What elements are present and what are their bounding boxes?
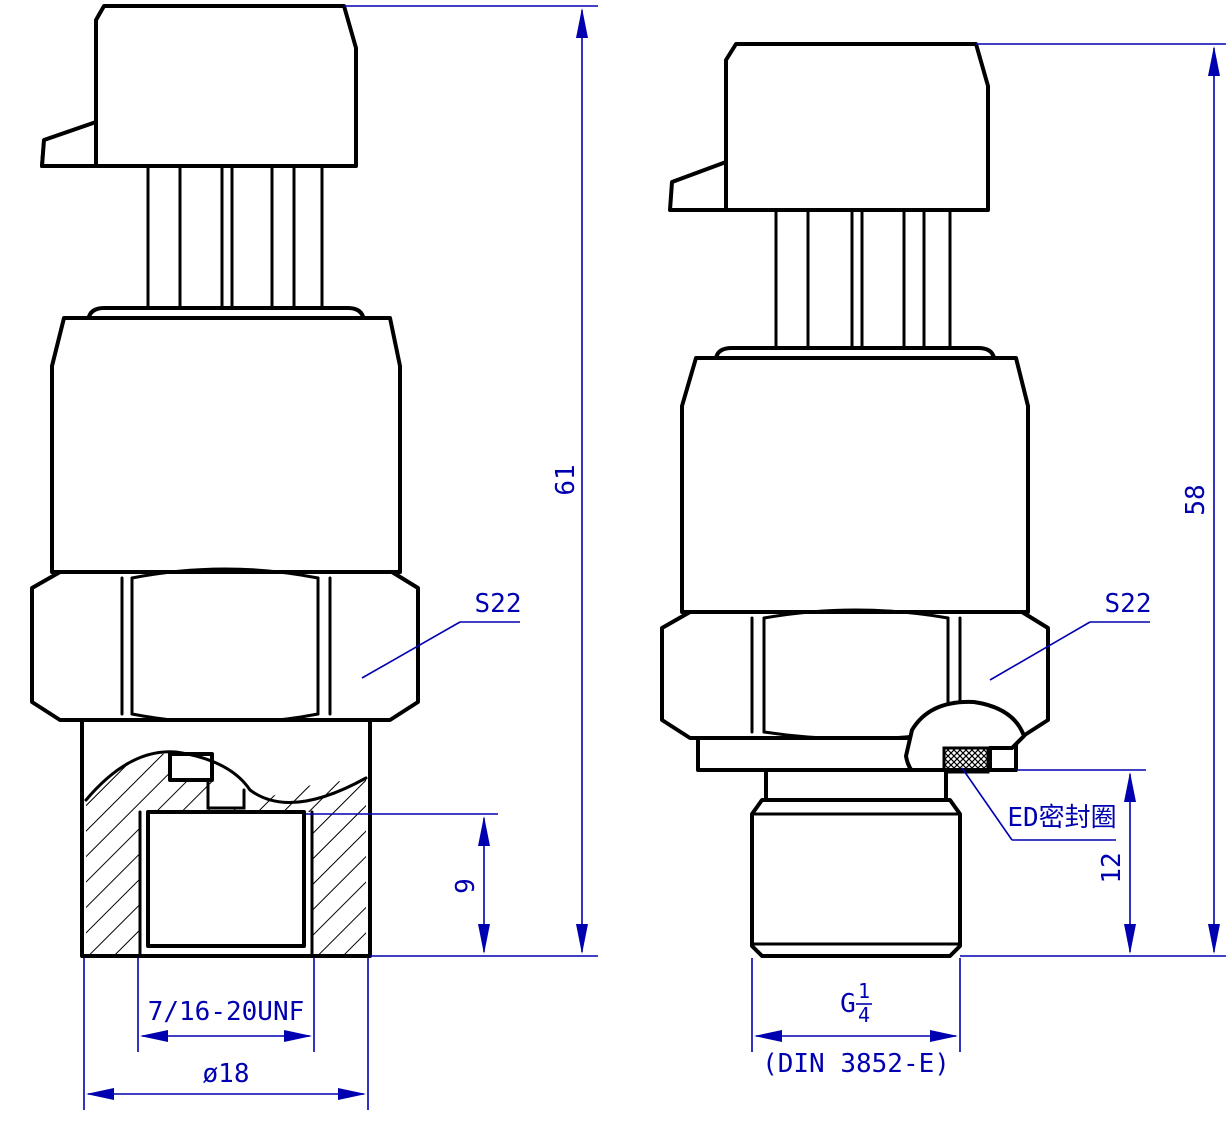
- left-dimensions: 61 S22 9 7/16-20UNF ø18: [83, 5, 598, 1110]
- right-neck: [764, 768, 948, 802]
- right-thread: [750, 798, 962, 958]
- left-connector-latch: [40, 120, 98, 168]
- right-thread-main-label: G: [840, 989, 856, 1019]
- right-sensor: [660, 42, 1050, 958]
- left-thread-depth-label: 9: [451, 878, 481, 894]
- right-body: [680, 356, 1030, 614]
- right-thread-numerator: 1: [858, 979, 870, 1003]
- left-thread-label: 7/16-20UNF: [148, 997, 305, 1027]
- right-seal-ring: [942, 746, 990, 774]
- left-sensor: [30, 4, 420, 958]
- left-hex-label: S22: [475, 589, 522, 619]
- left-hex-nut: [30, 570, 420, 722]
- left-pins: [146, 166, 324, 310]
- right-connector-latch: [668, 160, 728, 212]
- left-height-label: 61: [551, 464, 581, 495]
- right-dimensions: 58 S22 ED密封圈 12 G 1 4 (DIN 3852-E): [751, 43, 1226, 1079]
- right-seal-label: ED密封圈: [1007, 803, 1116, 833]
- left-diameter-label: ø18: [203, 1059, 250, 1089]
- right-shoulder: [714, 346, 996, 360]
- right-hex-label: S22: [1105, 589, 1152, 619]
- right-height-label: 58: [1181, 484, 1211, 515]
- left-body: [50, 316, 402, 574]
- right-thread-denominator: 4: [858, 1003, 870, 1027]
- right-pins: [774, 210, 952, 350]
- right-thread-length-label: 12: [1097, 852, 1127, 883]
- right-connector-cap: [724, 42, 990, 212]
- right-standard-label: (DIN 3852-E): [762, 1049, 950, 1079]
